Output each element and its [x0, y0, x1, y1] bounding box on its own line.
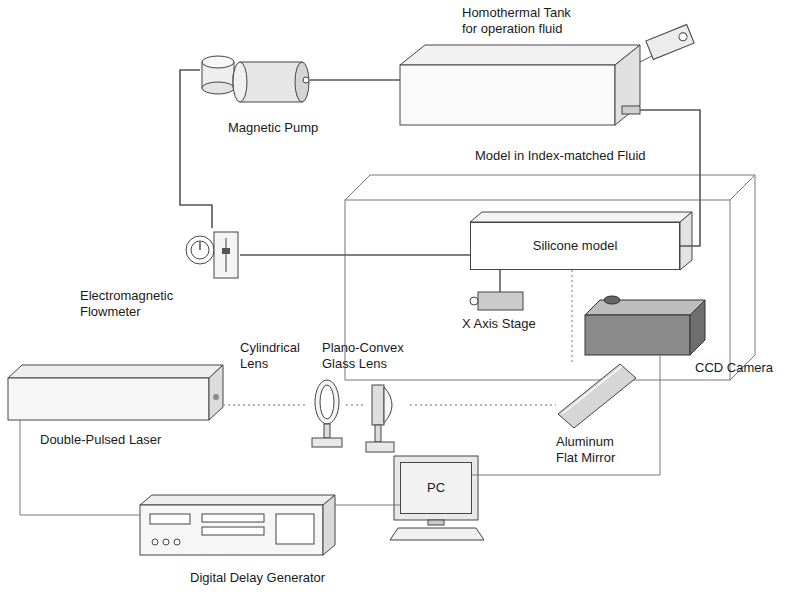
- camera-top: [585, 300, 705, 315]
- device-label: Aluminum Flat Mirror: [556, 434, 634, 465]
- stage-unit: X Axis Stage: [478, 290, 523, 312]
- camera-unit: CCD Camera: [585, 300, 705, 355]
- generator-keys: [202, 514, 264, 522]
- laser-aperture: [213, 394, 219, 400]
- device-label: CCD Camera: [695, 360, 773, 376]
- device-label: X Axis Stage: [462, 316, 536, 332]
- laser-beam: [571, 270, 572, 362]
- stage-body: [478, 292, 523, 310]
- silicone-model-side: [680, 212, 692, 270]
- fluid-box-edge: [345, 175, 370, 200]
- tank-outlet: [622, 106, 640, 114]
- cylindrical-lens-ring: [315, 380, 339, 424]
- device-label: Magnetic Pump: [228, 120, 318, 136]
- flowmeter-unit: Electromagnetic Flowmeter: [185, 228, 240, 283]
- generator-keys: [202, 527, 264, 535]
- device-label: Model in Index-matched Fluid: [475, 148, 646, 164]
- mirror-unit: Aluminum Flat Mirror: [556, 362, 638, 430]
- edge-group: [20, 70, 700, 515]
- silicone-model: Silicone model: [470, 222, 680, 270]
- inner-label: Silicone model: [533, 238, 618, 254]
- laser-top: [8, 365, 223, 378]
- laser-front: [8, 378, 209, 420]
- tank-top: [400, 45, 640, 65]
- monitor-frame: [394, 456, 478, 520]
- flowmeter-pipe: [226, 238, 227, 272]
- signal-wire: [335, 505, 400, 506]
- cylindrical-lens-glass: [320, 385, 334, 419]
- stage-knob: [470, 297, 478, 305]
- fluid-box-edge: [370, 175, 755, 176]
- fluid-box: Model in Index-matched FluidSilicone mod…: [345, 175, 755, 380]
- heater-body: [646, 24, 694, 59]
- plano-lens-glass: [384, 387, 392, 423]
- inner-label: PC: [427, 480, 445, 496]
- pump-motor: [240, 62, 302, 102]
- generator-top: [140, 495, 335, 505]
- device-label: Homothermal Tank for operation fluid: [462, 5, 587, 36]
- lens-unit: Cylindrical Lens: [308, 378, 346, 448]
- generator-connector: [152, 539, 158, 545]
- flowmeter-body: [214, 232, 238, 278]
- mirror-slab: [558, 364, 636, 428]
- generator-display: [150, 514, 190, 524]
- device-label: Cylindrical Lens: [240, 340, 315, 371]
- pump-outlet: [303, 77, 309, 83]
- device-label: Double-Pulsed Laser: [40, 432, 161, 448]
- heater-cable: [640, 56, 652, 62]
- mirror-face: [562, 366, 622, 414]
- stage-mount: [499, 270, 501, 292]
- lens-unit: Plano-Convex Glass Lens: [365, 382, 410, 454]
- heater-knob: [678, 32, 688, 42]
- generator-side: [323, 495, 335, 555]
- generator-connector: [174, 539, 180, 545]
- tank-front: [400, 65, 615, 125]
- tank-unit: Homothermal Tank for operation fluid: [400, 45, 640, 125]
- camera-side: [690, 300, 705, 355]
- fluid-tube: [240, 254, 470, 256]
- silicone-model-top: [470, 212, 692, 222]
- generator-front: [140, 505, 323, 555]
- monitor-stand: [428, 520, 444, 525]
- laser-unit: Double-Pulsed Laser: [8, 365, 223, 420]
- laser-side: [209, 365, 223, 420]
- fluid-box-edge: [730, 175, 755, 200]
- pump-motor-end: [295, 62, 309, 102]
- pump-unit: Magnetic Pump: [200, 50, 310, 115]
- tank-heater: [646, 24, 694, 59]
- camera-front: [585, 315, 690, 355]
- laser-beam: [223, 404, 308, 405]
- keyboard: [390, 528, 484, 540]
- lens-post: [375, 425, 381, 442]
- pump-drum-top: [202, 56, 234, 68]
- lens-post: [324, 424, 330, 438]
- fluid-tube: [180, 70, 212, 228]
- pump-drum-base: [202, 82, 234, 94]
- generator-unit: Digital Delay Generator: [140, 495, 335, 555]
- flowmeter-needle: [199, 242, 200, 250]
- pump-motor-end: [233, 62, 247, 102]
- plano-lens-holder: [372, 385, 384, 425]
- fluid-box-edge: [755, 175, 756, 355]
- device-label: Plano-Convex Glass Lens: [322, 340, 412, 371]
- device-label: Electromagnetic Flowmeter: [80, 288, 185, 319]
- lens-base: [312, 438, 342, 447]
- signal-wire: [472, 355, 660, 475]
- flowmeter-dial-ring: [191, 241, 209, 259]
- flowmeter-indicator: [222, 248, 230, 254]
- laser-beam: [346, 404, 365, 405]
- camera-lens: [604, 296, 620, 304]
- lens-base: [366, 442, 394, 452]
- flowmeter-dial: [186, 236, 214, 264]
- fluid-tube: [310, 79, 400, 81]
- tank-side: [615, 45, 640, 125]
- generator-panel: [276, 514, 314, 544]
- generator-connector: [163, 539, 169, 545]
- device-label: Digital Delay Generator: [190, 570, 325, 586]
- pc-screen: PC: [400, 462, 472, 514]
- laser-beam: [410, 404, 556, 405]
